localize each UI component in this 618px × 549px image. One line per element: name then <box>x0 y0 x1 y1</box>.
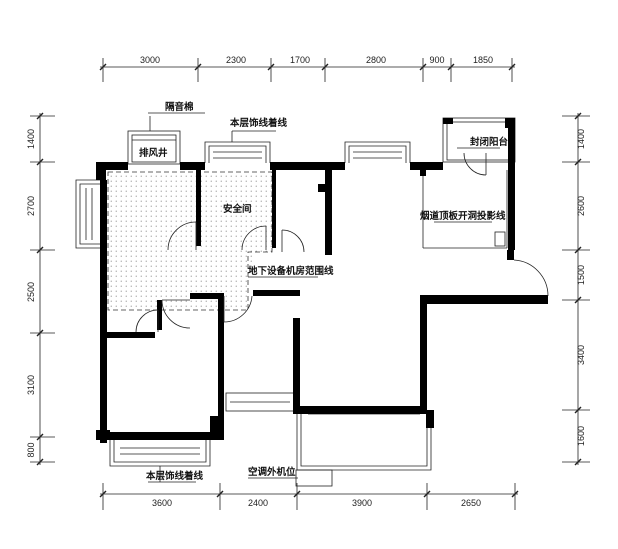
top-dimension-line <box>99 58 516 82</box>
label-finish-line-top: 本层饰线着线 <box>230 117 288 129</box>
dim-left-1: 1400 <box>26 129 36 149</box>
dim-top-6: 1850 <box>473 55 493 65</box>
label-equipment-room: 地下设备机房范围线 <box>248 265 334 277</box>
dim-left-3: 2500 <box>26 282 36 302</box>
equipment-room-hatch <box>108 172 272 310</box>
dim-right-1: 1400 <box>576 129 586 149</box>
dim-left-4: 3100 <box>26 375 36 395</box>
right-dimension-line <box>562 112 590 466</box>
dim-top-2: 2300 <box>226 55 246 65</box>
label-safety-exit: 安全间 <box>223 203 252 215</box>
dim-bottom-1: 3600 <box>152 498 172 508</box>
dim-right-5: 1600 <box>576 426 586 446</box>
dim-top-5: 900 <box>429 55 444 65</box>
dim-right-3: 1500 <box>576 265 586 285</box>
dim-left-5: 800 <box>26 442 36 457</box>
dim-top-4: 2800 <box>366 55 386 65</box>
label-air-shaft: 排风井 <box>139 147 168 159</box>
label-slab-projection: 烟道顶板开洞投影线 <box>420 210 506 222</box>
left-dimension-line <box>30 112 55 466</box>
label-ac-unit: 空调外机位 <box>248 466 296 478</box>
dim-top-1: 3000 <box>140 55 160 65</box>
dim-right-2: 2600 <box>576 196 586 216</box>
walls <box>96 118 548 443</box>
dim-bottom-3: 3900 <box>352 498 372 508</box>
bottom-dimension-line <box>99 483 519 510</box>
dim-bottom-2: 2400 <box>248 498 268 508</box>
dim-left-2: 2700 <box>26 196 36 216</box>
label-finish-line-bottom: 本层饰线着线 <box>146 470 204 482</box>
dim-top-3: 1700 <box>290 55 310 65</box>
label-sound-insulation: 隔音棉 <box>165 101 194 113</box>
label-enclosed-balcony: 封闭阳台 <box>470 136 509 148</box>
dim-bottom-4: 2650 <box>461 498 481 508</box>
door-swings <box>135 152 549 333</box>
dim-right-4: 3400 <box>576 345 586 365</box>
